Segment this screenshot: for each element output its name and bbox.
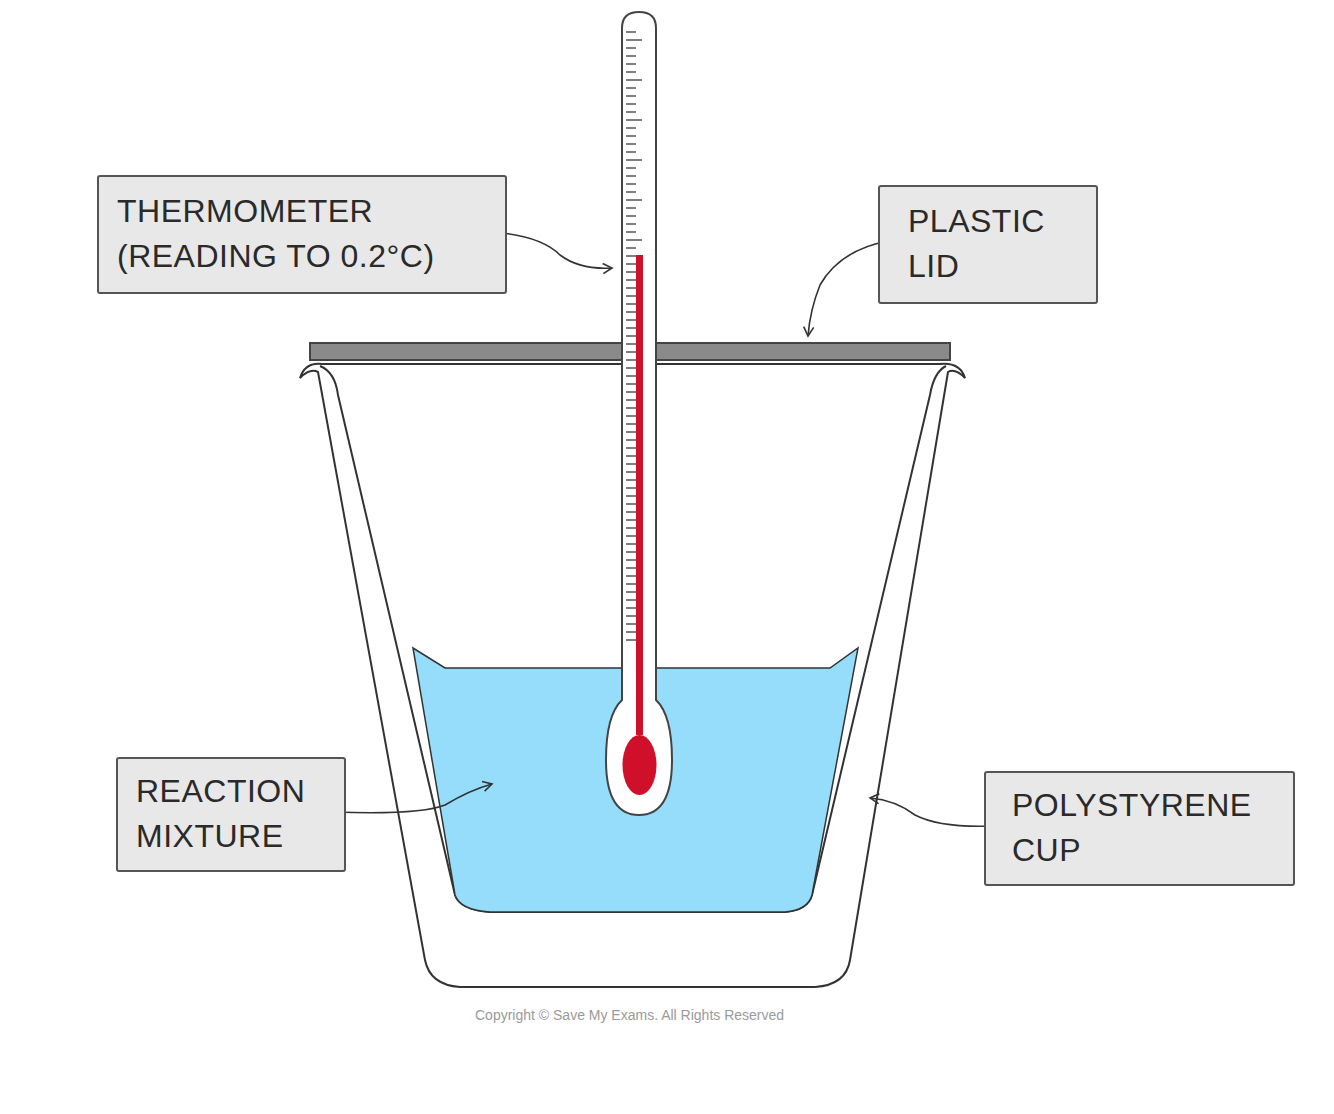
thermometer xyxy=(606,12,672,815)
callout-text: REACTION MIXTURE xyxy=(136,769,326,860)
copyright-watermark: Copyright © Save My Exams. All Rights Re… xyxy=(475,1007,784,1023)
mixture-label: REACTION MIXTURE xyxy=(116,757,346,872)
thermometer-label: THERMOMETER (READING TO 0.2°C) xyxy=(97,175,507,294)
callout-text: PLASTIC LID xyxy=(908,199,1068,290)
callout-text: POLYSTYRENE CUP xyxy=(1012,783,1267,874)
leader-line xyxy=(870,798,993,826)
leader-line xyxy=(490,232,612,268)
leader-line xyxy=(808,241,888,336)
leader-line xyxy=(334,784,492,813)
callout-text: THERMOMETER (READING TO 0.2°C) xyxy=(117,189,487,280)
lid-label: PLASTIC LID xyxy=(878,185,1098,304)
cup-label: POLYSTYRENE CUP xyxy=(984,771,1295,886)
